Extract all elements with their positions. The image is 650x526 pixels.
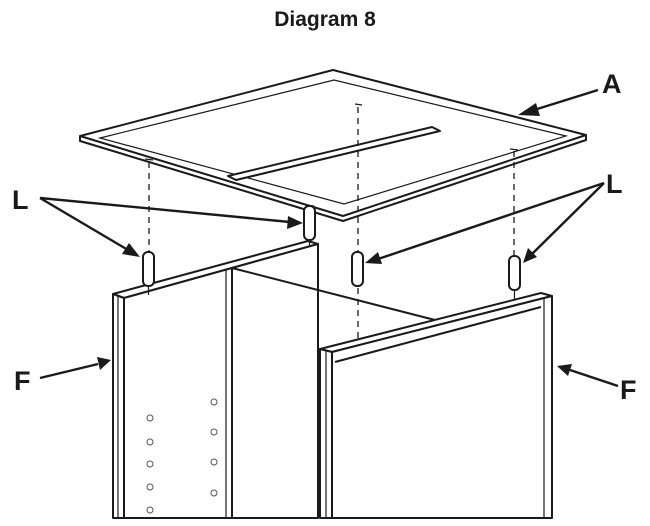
callout-f-right: F	[620, 375, 637, 405]
diagram-title: Diagram 8	[274, 8, 376, 31]
side-panel-right	[319, 292, 553, 519]
leader-lines	[39, 88, 619, 388]
connector-middle	[351, 251, 364, 287]
alignment-lines	[148, 107, 515, 345]
connector-back	[303, 205, 316, 247]
callout-l-left: L	[12, 185, 29, 215]
side-panel-left	[112, 240, 436, 519]
connectors-l	[142, 205, 521, 300]
connector-left	[142, 251, 155, 295]
top-panel-a	[79, 69, 587, 222]
callout-l-right: L	[606, 169, 623, 199]
callout-f-left: F	[14, 366, 31, 396]
callout-a: A	[602, 69, 622, 99]
connector-right	[508, 255, 521, 300]
